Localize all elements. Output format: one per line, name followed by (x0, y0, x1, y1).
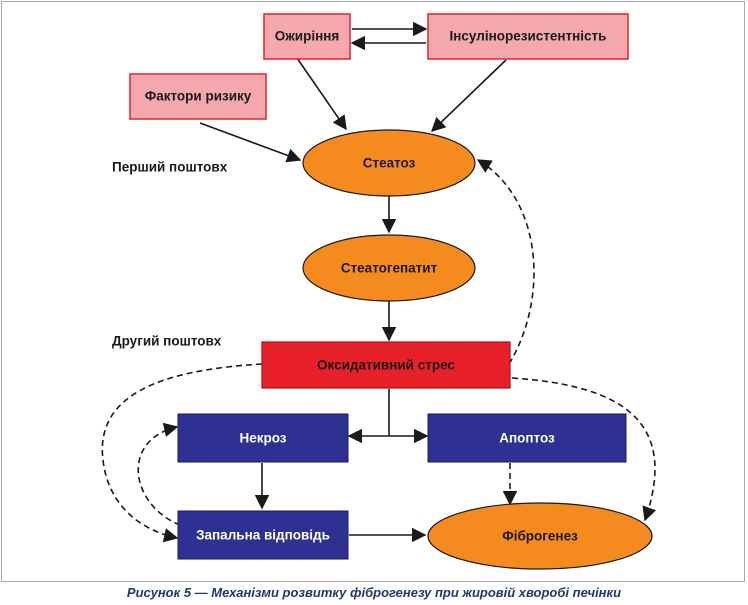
node-apoptosis: Апоптоз (427, 413, 627, 463)
node-oxidative-stress: Оксидативний стрес (261, 341, 511, 389)
node-steatohepatitis: Стеатогепатит (302, 234, 476, 302)
node-inflammatory-response-label: Запальна відповідь (196, 528, 330, 543)
dashed-oxidative-to-fibrogenesis (511, 377, 657, 522)
figure-caption: Рисунок 5 — Механізми розвитку фіброгене… (126, 585, 622, 600)
node-risk-factors-label: Фактори ризику (145, 89, 252, 104)
label-second-hit: Другий поштовх (112, 334, 222, 349)
arrow-obesity-to-steatosis (296, 57, 347, 131)
node-insulin-resistance-label: Інсулінорезистентність (450, 29, 607, 44)
node-insulin-resistance: Інсулінорезистентність (427, 13, 629, 60)
node-steatosis: Стеатоз (302, 129, 476, 197)
arrow-risk-to-steatosis (199, 122, 302, 163)
dashed-oxidative-to-inflammatory (101, 363, 263, 543)
arrow-insulin-to-steatosis (430, 59, 507, 132)
node-oxidative-stress-label: Оксидативний стрес (317, 358, 455, 373)
node-necrosis-label: Некроз (239, 431, 286, 446)
node-obesity: Ожиріння (263, 13, 351, 60)
node-fibrogenesis: Фіброгенез (427, 502, 653, 570)
node-risk-factors: Фактори ризику (129, 73, 267, 120)
dashed-oxidative-to-steatosis (476, 159, 535, 365)
node-apoptosis-label: Апоптоз (499, 431, 555, 446)
edges (101, 21, 657, 543)
node-inflammatory-response: Запальна відповідь (177, 510, 349, 560)
node-steatohepatitis-label: Стеатогепатит (341, 261, 438, 276)
node-steatosis-label: Стеатоз (363, 156, 416, 171)
node-necrosis: Некроз (177, 413, 349, 463)
label-first-hit: Перший поштовх (112, 160, 228, 175)
node-obesity-label: Ожиріння (275, 29, 340, 44)
dashed-inflammatory-to-necrosis (137, 422, 181, 526)
node-fibrogenesis-label: Фіброгенез (502, 529, 578, 544)
